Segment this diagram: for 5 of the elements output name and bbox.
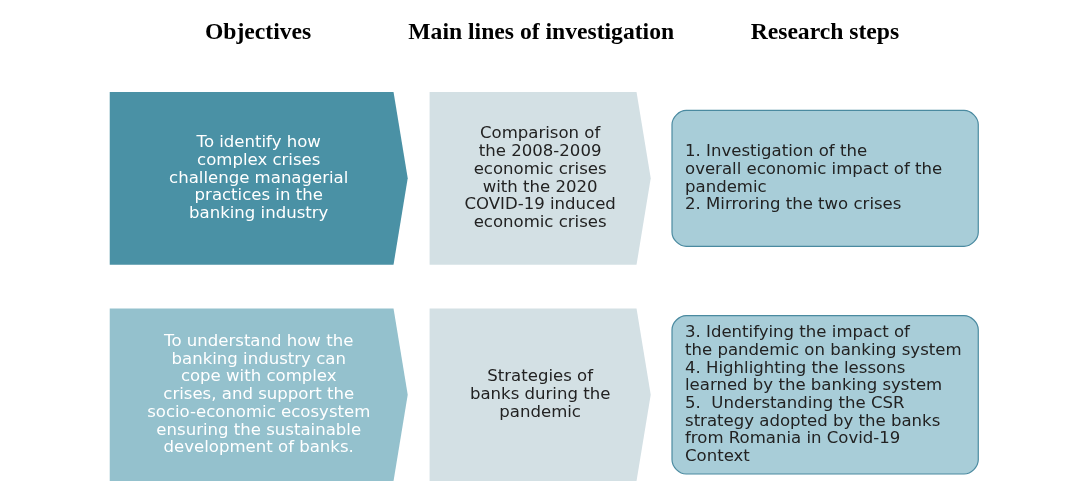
label: Research steps bbox=[750, 17, 900, 44]
label: Objectives bbox=[204, 17, 312, 44]
node-box: 1. Investigation of the overall economic impact of the pandemic 2. Mirroring the two crises bbox=[671, 109, 979, 247]
label: Main lines of investigation bbox=[408, 17, 675, 44]
node-box: 3. Identifying the impact of the pandemic on banking system 4. Highlighting the lessons learned by the banking system 5. Understanding the CSR strategy adopted by the banks from Romania in Covid-19 Context bbox=[671, 314, 979, 475]
